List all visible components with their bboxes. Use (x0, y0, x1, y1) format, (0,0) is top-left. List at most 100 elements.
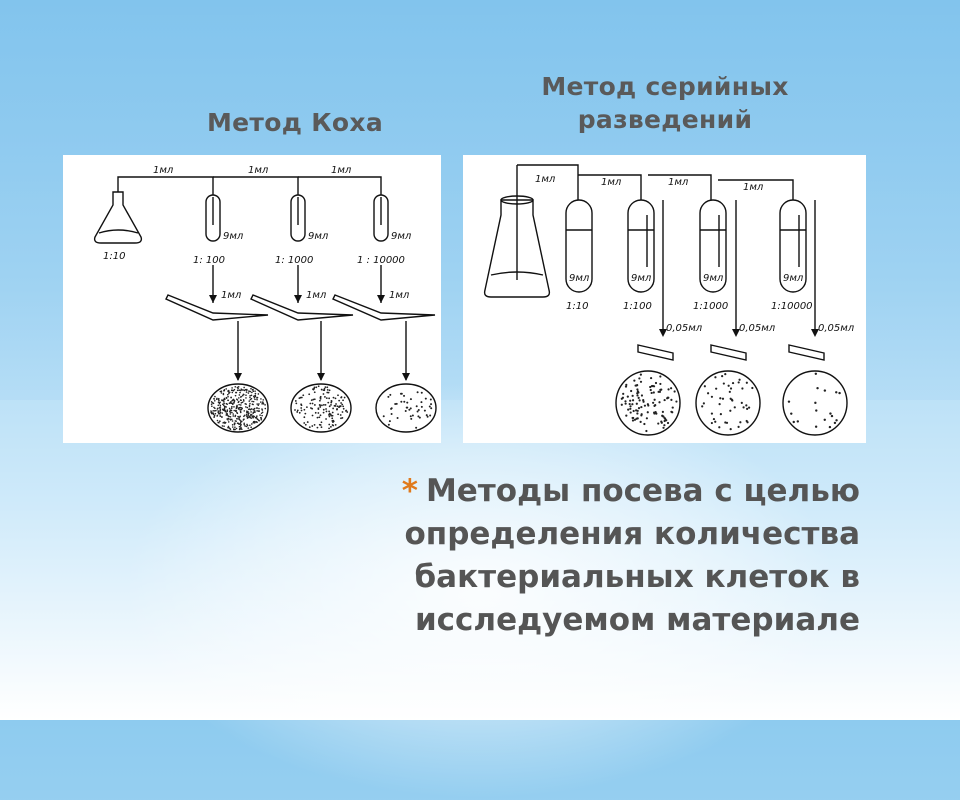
colony-dot (245, 413, 248, 416)
koch-method-diagram: 1мл 1мл 1мл 9мл 9мл 9мл 1:10 1: 100 1: 1… (63, 155, 441, 443)
tube-ratio-label-1: 1: 100 (193, 255, 225, 266)
colony-dot (223, 425, 225, 427)
colony-dot (313, 391, 316, 394)
serial-dish-3 (782, 370, 848, 436)
colony-dot (395, 402, 398, 405)
colony-dot (409, 415, 412, 418)
colony-dot (227, 390, 229, 392)
colony-dot (233, 423, 236, 426)
colony-dot (210, 401, 213, 403)
colony-dot (254, 398, 256, 401)
serial-tube-volume-4: 9мл (783, 273, 804, 284)
colony-dot (313, 386, 316, 389)
colony-dot (245, 397, 247, 399)
colony-dot (428, 405, 431, 408)
colony-dot (231, 424, 234, 426)
colony-dot (339, 414, 342, 416)
colony-dot (229, 415, 232, 418)
colony-dot (221, 416, 223, 418)
colony-dot (302, 394, 305, 397)
colony-dot (636, 388, 639, 391)
colony-dot (236, 411, 238, 414)
colony-dot (324, 396, 326, 398)
colony-dot (400, 400, 403, 403)
colony-dot (219, 411, 222, 414)
serial-dish-2 (695, 370, 761, 436)
colony-dot (336, 408, 338, 411)
colony-dot (313, 404, 316, 406)
colony-dot (251, 391, 253, 394)
colony-dot (341, 403, 344, 406)
colony-dot (259, 414, 261, 416)
colony-dot (262, 399, 265, 401)
colony-dot (731, 381, 735, 385)
colony-dot (253, 409, 255, 411)
colony-dot (250, 411, 252, 413)
colony-dot (403, 400, 406, 403)
colony-dot (225, 414, 228, 416)
colony-dot (792, 420, 795, 424)
colony-dot (657, 422, 660, 425)
colony-dot (667, 388, 670, 391)
colony-dot (318, 423, 321, 426)
colony-dot (217, 404, 220, 407)
colony-dot (255, 416, 258, 419)
colony-dot (210, 403, 213, 406)
colony-dot (332, 407, 335, 410)
colony-dot (238, 394, 241, 396)
colony-dot (233, 428, 235, 431)
colony-dot (313, 398, 316, 401)
colony-dot (637, 396, 640, 399)
colony-dot (232, 413, 235, 415)
colony-dot (218, 421, 220, 424)
colony-dot (220, 390, 223, 393)
serial-tube-ratio-2: 1:100 (623, 301, 652, 312)
colony-dot (219, 413, 221, 415)
colony-dot (264, 407, 267, 410)
colony-dot (215, 409, 217, 412)
colony-dot (249, 398, 252, 401)
colony-dot (343, 396, 346, 399)
tube-ratio-label-3: 1 : 10000 (357, 255, 405, 266)
colony-dot (404, 410, 407, 413)
colony-dot (237, 418, 239, 420)
colony-dot (250, 387, 252, 390)
serial-transfer-label-4: 1мл (743, 182, 764, 193)
tube-ratio-label-2: 1: 1000 (275, 255, 313, 266)
colony-dot (637, 391, 640, 394)
colony-dot (245, 389, 248, 391)
colony-dot (223, 401, 225, 403)
colony-dot (256, 410, 258, 412)
colony-dot (223, 402, 225, 405)
colony-dot (252, 421, 255, 424)
colony-dot (394, 403, 397, 406)
colony-dot (638, 377, 641, 380)
colony-dot (418, 416, 421, 419)
colony-dot (246, 415, 248, 418)
colony-dot (661, 414, 664, 418)
colony-dot (234, 394, 237, 397)
serial-arrow-head-3 (811, 329, 819, 337)
colony-dot (262, 401, 264, 403)
tube-volume-label-3: 9мл (391, 231, 412, 242)
colony-dot (642, 399, 645, 402)
colony-dot (670, 398, 673, 402)
colony-dot (250, 397, 253, 400)
colony-dot (261, 403, 263, 405)
colony-dot (320, 388, 323, 391)
colony-dot (621, 396, 625, 399)
colony-dot (235, 409, 237, 412)
colony-dot (722, 382, 725, 385)
colony-dot (645, 417, 648, 420)
colony-dot (212, 413, 215, 416)
serial-plating-label-3: 0,05мл (818, 323, 855, 334)
arrow-head-2 (294, 295, 302, 303)
flask-shape (93, 191, 143, 244)
colony-dot (311, 402, 314, 405)
colony-dot (319, 404, 322, 407)
colony-dot (330, 399, 333, 402)
colony-dot (231, 387, 233, 389)
serial-tube-ratio-4: 1:10000 (771, 301, 813, 312)
colony-dot (213, 397, 215, 400)
colony-dot (256, 403, 258, 405)
